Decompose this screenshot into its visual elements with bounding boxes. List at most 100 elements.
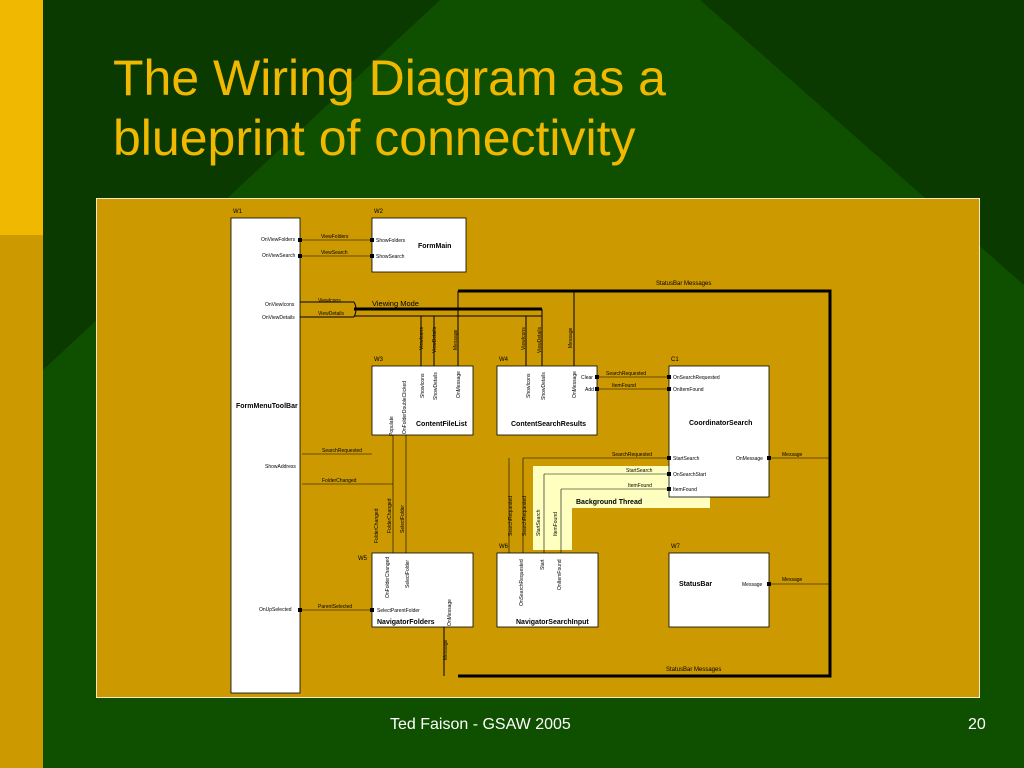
box-c1-coordinatorsearch[interactable]: C1 CoordinatorSearch OnSearchRequested O… — [667, 357, 771, 498]
w1-w2-wires — [302, 239, 370, 257]
slide-title: The Wiring Diagram as a blueprint of con… — [113, 48, 666, 168]
wire-label-startsearch-v: StartSearch — [536, 509, 542, 536]
port-marker — [595, 387, 599, 391]
box-w2-name: FormMain — [418, 243, 451, 250]
box-w2-formmain[interactable]: W2 FormMain ShowFolders ShowSearch — [370, 209, 467, 273]
left-accent-bar-top — [0, 0, 43, 235]
wiring-diagram: Background Thread StatusBar Messages Sta… — [96, 198, 980, 698]
box-w4-contentsearchresults[interactable]: W4 ContentSearchResults ShowIcons ShowDe… — [496, 357, 599, 436]
box-w7-name: StatusBar — [679, 581, 712, 588]
box-w3-frame — [371, 365, 474, 436]
connection-wires — [302, 435, 830, 611]
box-c1-name: CoordinatorSearch — [689, 420, 752, 427]
box-w3-id: W3 — [374, 357, 384, 363]
port-w3-showdetails: ShowDetails — [433, 372, 439, 400]
viewing-mode-bus — [300, 301, 543, 366]
box-w4-id: W4 — [499, 357, 509, 363]
footer-text: Ted Faison - GSAW 2005 — [390, 716, 571, 733]
box-w7-id: W7 — [671, 544, 681, 550]
port-marker — [370, 608, 374, 612]
box-w5-name: NavigatorFolders — [377, 619, 435, 626]
title-line-2: blueprint of connectivity — [113, 110, 636, 166]
port-marker — [667, 487, 671, 491]
box-w6-frame — [496, 552, 599, 628]
port-w4-add: Add — [585, 387, 594, 393]
box-w3-name: ContentFileList — [416, 421, 468, 428]
box-w5-navigatorfolders[interactable]: W5 NavigatorFolders OnFolderChanged Sele… — [358, 552, 474, 628]
box-w1-formmenutoolbar[interactable]: W1 FormMenuToolBar OnViewFolders OnViewS… — [230, 209, 302, 694]
wire-label-viewsearch: ViewSearch — [321, 250, 348, 256]
wire-label-searchrequested-right: SearchRequested — [612, 452, 652, 458]
wire-label-parentselected: ParentSelected — [318, 604, 352, 610]
port-w5-selectparentfolder: SelectParentFolder — [377, 608, 420, 614]
wire-label-viewicons-w4: ViewIcons — [521, 327, 527, 350]
box-w5-frame — [371, 552, 474, 628]
wire-label-startsearch: StartSearch — [626, 468, 653, 474]
wire-label-searchrequested-v2: SearchRequested — [522, 496, 528, 536]
wire-label-selectfolder-v: SelectFolder — [400, 505, 406, 533]
box-w4-name: ContentSearchResults — [511, 421, 586, 428]
left-accent-bar — [0, 235, 43, 768]
port-marker — [767, 456, 771, 460]
box-w4-frame — [496, 365, 598, 436]
box-w6-navigatorsearchinput[interactable]: W6 NavigatorSearchInput OnSearchRequeste… — [496, 544, 599, 628]
wire-label-itemfound-bottom: ItemFound — [628, 483, 652, 489]
box-w1-id: W1 — [233, 209, 243, 215]
statusbar-messages-top-label: StatusBar Messages — [656, 281, 711, 287]
wire-label-itemfound-top: ItemFound — [612, 383, 636, 389]
box-w1-name: FormMenuToolBar — [236, 403, 298, 410]
box-w5-id: W5 — [358, 556, 368, 562]
wire-label-message-c1: Message — [782, 452, 803, 458]
box-w7-statusbar[interactable]: W7 StatusBar Message — [668, 544, 771, 628]
port-w6-start: Start — [540, 559, 546, 570]
port-marker — [667, 472, 671, 476]
port-onviewicons: OnViewIcons — [265, 302, 295, 308]
wire-label-message-w3: Message — [453, 329, 459, 350]
wire-label-viewicons-w3: ViewIcons — [419, 327, 425, 350]
wire-label-itemfound-v: ItemFound — [553, 512, 559, 536]
background-thread-label: Background Thread — [576, 499, 642, 506]
port-w5-onfolderchanged: OnFolderChanged — [385, 557, 391, 598]
port-marker — [595, 375, 599, 379]
port-w3-showicons: ShowIcons — [420, 373, 426, 398]
viewing-mode-label: Viewing Mode — [372, 299, 419, 308]
wire-label-viewfolders: ViewFolders — [321, 234, 349, 240]
wire-label-viewicons: ViewIcons — [318, 298, 341, 304]
port-c1-itemfound: ItemFound — [673, 487, 697, 493]
port-w7-message: Message — [742, 582, 763, 588]
port-w5-selectfolder: SelectFolder — [405, 560, 411, 588]
wire-label-viewdetails-w4: ViewDetails — [537, 326, 543, 353]
wire-label-viewdetails-w3: ViewDetails — [432, 326, 438, 353]
port-c1-startsearch: StartSearch — [673, 456, 700, 462]
port-marker — [298, 254, 302, 258]
statusbar-messages-bottom-label: StatusBar Messages — [666, 667, 721, 673]
background-thread-region — [533, 466, 710, 550]
port-w6-onitemfound: OnItemFound — [557, 559, 563, 590]
port-marker — [298, 238, 302, 242]
box-w2-id: W2 — [374, 209, 384, 215]
port-c1-onitemfound: OnItemFound — [673, 387, 704, 393]
port-onupselected: OnUpSelected — [259, 607, 292, 613]
port-w5-onmessage: OnMessage — [447, 599, 453, 626]
wire-label-folderchanged-left: FolderChanged — [322, 478, 357, 484]
w4-c1-wires — [599, 376, 667, 390]
port-c1-onsearchstart: OnSearchStart — [673, 472, 707, 478]
port-marker — [767, 582, 771, 586]
port-w4-clear: Clear — [581, 375, 593, 381]
box-w2-frame — [371, 217, 467, 273]
wire-label-viewdetails: ViewDetails — [318, 311, 345, 317]
port-onviewsearch: OnViewSearch — [262, 253, 295, 259]
port-onviewfolders: OnViewFolders — [261, 237, 296, 243]
port-c1-onsearchrequested: OnSearchRequested — [673, 375, 720, 381]
box-w3-contentfilelist[interactable]: W3 ContentFileList ShowIcons ShowDetails… — [371, 357, 474, 436]
port-marker — [370, 238, 374, 242]
port-c1-onmessage: OnMessage — [736, 456, 763, 462]
wire-label-folderchanged-v2: FolderChanged — [387, 498, 393, 533]
port-w3-onfolderdoubleclicked: OnFolderDoubleClicked — [402, 381, 408, 434]
wire-label-searchrequested-top: SearchRequested — [606, 371, 646, 377]
box-w7-frame — [668, 552, 770, 628]
port-w6-onsearchrequested: OnSearchRequested — [519, 559, 525, 606]
port-w3-populate: Populate — [389, 416, 395, 436]
title-line-1: The Wiring Diagram as a — [113, 50, 666, 106]
port-marker — [667, 375, 671, 379]
